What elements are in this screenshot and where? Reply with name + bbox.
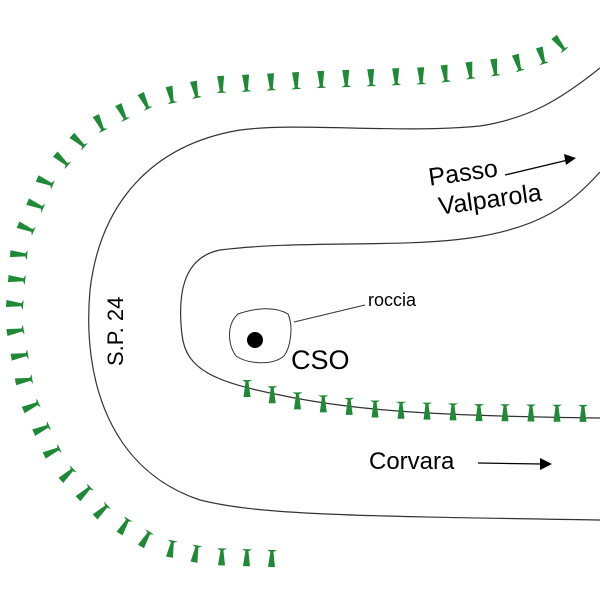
tree-marker xyxy=(115,103,131,123)
tree-marker xyxy=(16,221,36,236)
tree-marker xyxy=(92,501,111,520)
tree-marker xyxy=(217,548,228,566)
tree-marker xyxy=(137,529,155,549)
tree-marker xyxy=(511,53,525,73)
tree-marker xyxy=(242,380,252,397)
tree-marker xyxy=(416,67,427,85)
tree-marker xyxy=(190,80,202,99)
tree-marker xyxy=(551,404,562,422)
tree-marker xyxy=(241,74,252,92)
tree-marker xyxy=(75,483,94,502)
cso-point xyxy=(247,332,263,348)
tree-marker xyxy=(267,386,278,404)
tree-marker xyxy=(137,92,153,112)
tree-marker xyxy=(525,404,536,422)
tree-marker xyxy=(291,72,302,90)
tree-marker xyxy=(267,549,277,568)
tree-marker xyxy=(69,132,88,151)
road-inner-edge xyxy=(180,171,600,419)
tree-marker xyxy=(465,61,476,80)
tree-marker xyxy=(266,73,277,91)
tree-marker xyxy=(216,75,227,94)
tree-marker xyxy=(52,151,72,170)
forest-edge-markers xyxy=(5,34,588,568)
arrow-valparola xyxy=(504,154,576,176)
tree-marker xyxy=(42,443,62,459)
tree-marker xyxy=(9,250,28,261)
tree-marker xyxy=(165,85,178,105)
tree-marker xyxy=(318,395,329,413)
tree-marker xyxy=(440,64,452,83)
tree-marker xyxy=(92,114,108,134)
tree-marker xyxy=(26,198,46,213)
tree-marker xyxy=(316,70,327,89)
tree-marker xyxy=(366,69,377,87)
tree-marker xyxy=(490,58,501,77)
tree-marker xyxy=(535,46,549,66)
tree-marker xyxy=(473,404,484,422)
tree-marker xyxy=(10,349,29,361)
tree-marker xyxy=(499,404,510,422)
tree-marker xyxy=(116,516,133,536)
tree-marker xyxy=(447,403,458,421)
tree-marker xyxy=(6,324,25,337)
tree-marker xyxy=(5,299,24,310)
tree-marker xyxy=(292,392,303,410)
tree-marker xyxy=(32,421,52,436)
tree-marker xyxy=(344,397,355,415)
tree-marker xyxy=(190,544,203,563)
label-cso: CSO xyxy=(291,345,350,375)
tree-marker xyxy=(341,69,352,88)
tree-marker xyxy=(551,34,569,54)
tree-marker xyxy=(242,549,253,567)
tree-marker xyxy=(7,274,26,285)
rock-leader-line xyxy=(293,304,366,323)
tree-marker xyxy=(14,374,34,386)
tree-marker xyxy=(391,68,402,86)
tree-marker xyxy=(577,404,588,422)
tree-marker xyxy=(370,400,381,418)
arrow-corvara xyxy=(477,458,552,470)
label-rock: roccia xyxy=(368,290,417,310)
tree-marker xyxy=(396,401,407,419)
tree-marker xyxy=(58,465,77,484)
road-outer-edge xyxy=(88,67,600,521)
tree-marker xyxy=(422,402,433,420)
label-road-sp24: S.P. 24 xyxy=(103,296,128,366)
label-corvara: Corvara xyxy=(369,448,455,475)
rock-outline xyxy=(229,308,292,364)
tree-marker xyxy=(21,398,41,414)
tree-marker xyxy=(35,175,55,190)
tree-marker xyxy=(166,539,178,558)
